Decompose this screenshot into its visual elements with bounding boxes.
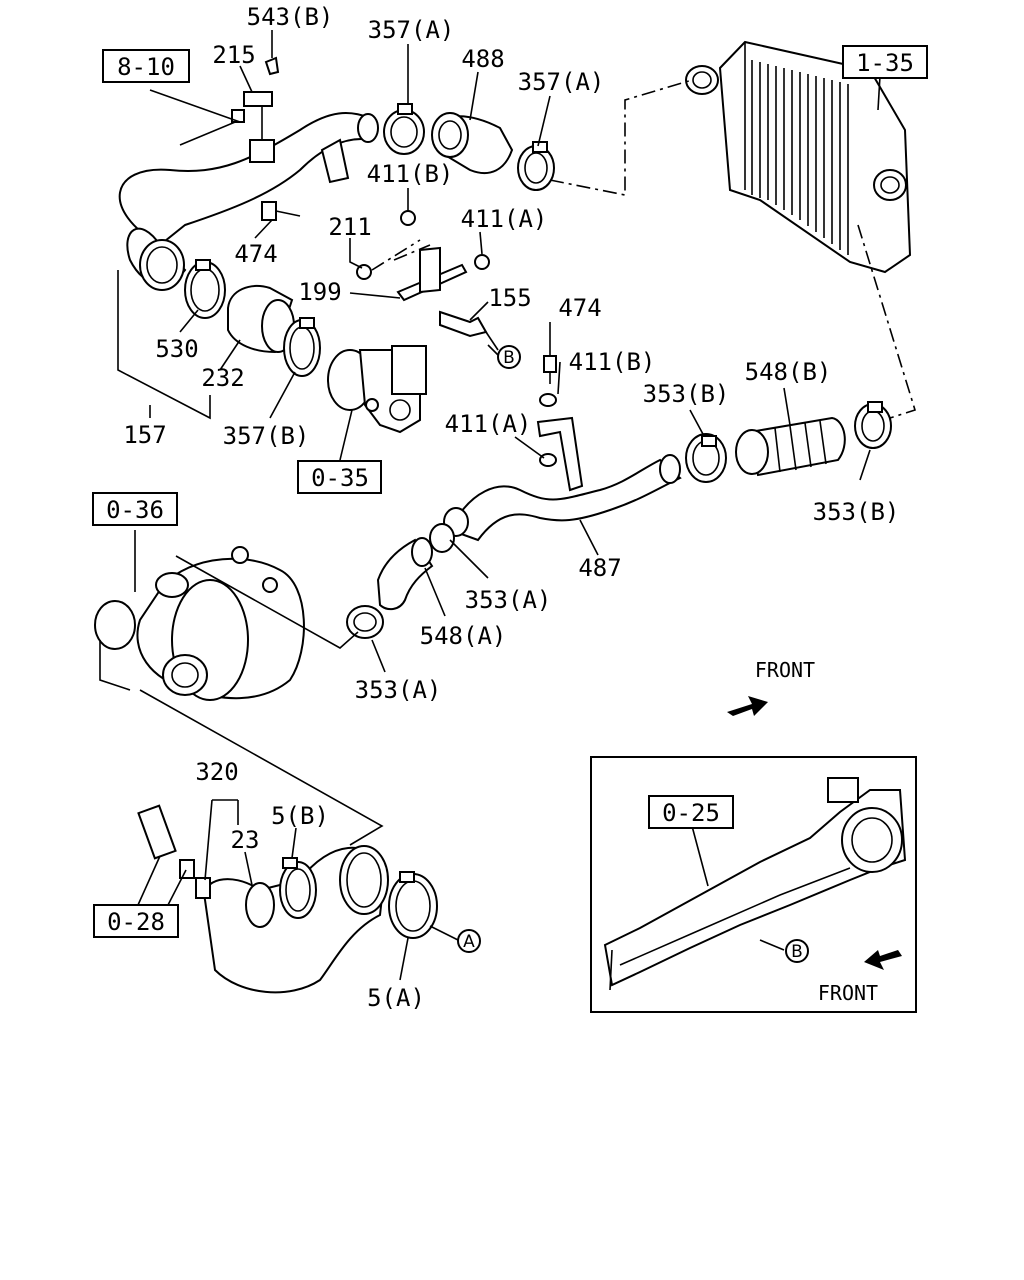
inset-manifold-panel xyxy=(590,756,917,1013)
callout-5a: 5(A) xyxy=(367,984,425,1012)
ref-box-0-25: 0-25 xyxy=(648,795,734,829)
callout-357a-right: 357(A) xyxy=(518,68,605,96)
callout-543b: 543(B) xyxy=(247,3,334,31)
coupling-set-drawing xyxy=(184,259,321,377)
ref-0-28-label: 0-28 xyxy=(107,908,165,936)
ref-box-0-36: 0-36 xyxy=(92,492,178,526)
callout-labels: 543(B) 215 357(A) 488 357(A) 411(B) 474 … xyxy=(123,3,899,1012)
ref-8-10-label: 8-10 xyxy=(117,53,175,81)
lower-pipe-320-drawing xyxy=(137,804,438,994)
callout-215: 215 xyxy=(212,41,255,69)
pipe-487-drawing xyxy=(443,355,682,542)
turbocharger-drawing xyxy=(94,546,305,701)
throttle-body-drawing xyxy=(327,345,427,434)
callout-320: 320 xyxy=(195,758,238,786)
callout-199: 199 xyxy=(298,278,341,306)
callout-211: 211 xyxy=(328,213,371,241)
intercooler-drawing xyxy=(685,40,912,274)
callout-155: 155 xyxy=(488,284,531,312)
callout-411b-top: 411(B) xyxy=(367,160,454,188)
ref-box-0-28: 0-28 xyxy=(93,904,179,938)
hose-488-drawing xyxy=(383,103,555,191)
callout-474-top: 474 xyxy=(234,240,277,268)
marker-b-main-label: B xyxy=(503,348,515,368)
front-label-inset: FRONT xyxy=(818,981,878,1005)
bracket-199-drawing xyxy=(356,210,499,351)
callout-353b-upper: 353(B) xyxy=(643,380,730,408)
callout-474-mid: 474 xyxy=(558,294,601,322)
marker-a-lower-label: A xyxy=(463,932,475,952)
callout-357a-top: 357(A) xyxy=(368,16,455,44)
callout-353a-mid: 353(A) xyxy=(465,586,552,614)
leader-lines xyxy=(117,30,916,981)
callout-530: 530 xyxy=(155,335,198,363)
ref-0-25-label: 0-25 xyxy=(662,799,720,827)
callout-23: 23 xyxy=(231,826,260,854)
marker-b-inset-label: B xyxy=(791,942,803,962)
ref-box-1-35: 1-35 xyxy=(842,45,928,79)
hose-548a-drawing xyxy=(346,523,455,639)
upper-hose-drawing xyxy=(118,56,379,291)
callout-5b: 5(B) xyxy=(271,802,329,830)
callout-232: 232 xyxy=(201,364,244,392)
callout-548b: 548(B) xyxy=(745,358,832,386)
hose-548b-drawing xyxy=(685,401,892,483)
ref-0-35-label: 0-35 xyxy=(311,464,369,492)
callout-487: 487 xyxy=(578,554,621,582)
callout-353a-lower: 353(A) xyxy=(355,676,442,704)
callout-411b-mid: 411(B) xyxy=(569,348,656,376)
marker-b-inset: B xyxy=(785,939,809,963)
callout-411a-mid: 411(A) xyxy=(445,410,532,438)
ref-0-36-label: 0-36 xyxy=(106,496,164,524)
ref-box-8-10: 8-10 xyxy=(102,49,190,83)
callout-488: 488 xyxy=(461,45,504,73)
callout-548a: 548(A) xyxy=(420,622,507,650)
callout-357b: 357(B) xyxy=(223,422,310,450)
callout-411a-top: 411(A) xyxy=(461,205,548,233)
ref-1-35-label: 1-35 xyxy=(856,49,914,77)
front-arrow-main xyxy=(727,696,768,716)
front-label-main: FRONT xyxy=(755,658,815,682)
marker-a-lower: A xyxy=(457,929,481,953)
callout-157: 157 xyxy=(123,421,166,449)
callout-353b-lower: 353(B) xyxy=(813,498,900,526)
marker-b-main: B xyxy=(497,345,521,369)
front-arrow-inset xyxy=(864,950,902,970)
ref-box-0-35: 0-35 xyxy=(297,460,382,494)
